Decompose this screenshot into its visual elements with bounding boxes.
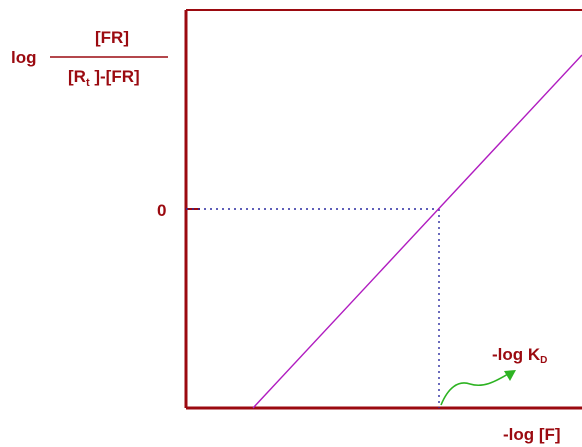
kd-label: -log KD (492, 345, 547, 366)
x-axis-label: -log [F] (503, 425, 561, 444)
y-label-log: log (11, 48, 37, 67)
y-label-denominator-subscript: t (86, 77, 90, 89)
y-label-numerator: [FR] (95, 28, 129, 47)
kd-label-subscript: D (540, 355, 547, 366)
y-label-denominator-main: [R (68, 67, 86, 86)
guides (186, 208, 440, 408)
y-zero-label: 0 (157, 201, 166, 220)
binding-line (252, 54, 582, 409)
y-axis-label: log [FR] [Rt ]-[FR] (11, 28, 168, 89)
curved-arrow-icon (440, 370, 516, 406)
y-label-denominator: [Rt ]-[FR] (68, 67, 140, 89)
curved-arrow-head (504, 370, 516, 381)
y-label-denominator-rest: ]-[FR] (90, 67, 140, 86)
kd-label-main: -log K (492, 345, 541, 364)
curved-arrow-shaft (440, 372, 511, 406)
